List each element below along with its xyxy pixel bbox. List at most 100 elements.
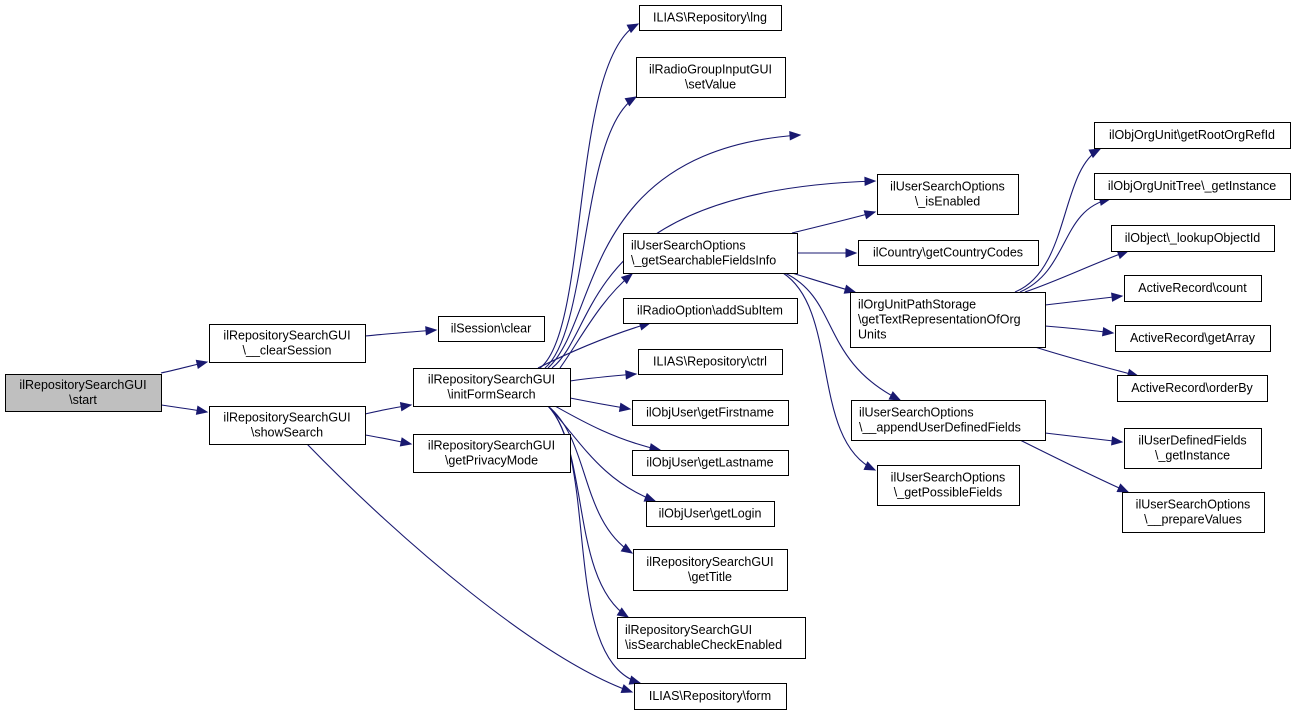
node-label: ilRepositorySearchGUI — [223, 411, 350, 425]
arrowhead-icon — [618, 402, 632, 412]
node-getRootOrgRefId[interactable]: ilObjOrgUnit\getRootOrgRefId — [1094, 122, 1291, 149]
node-prepareValues[interactable]: ilUserSearchOptions\__prepareValues — [1122, 492, 1265, 533]
node-setValue[interactable]: ilRadioGroupInputGUI\setValue — [636, 57, 786, 98]
node-box — [639, 5, 782, 31]
node-ctrl[interactable]: ILIAS\Repository\ctrl — [638, 349, 783, 375]
node-isSearchableCheckEnabled[interactable]: ilRepositorySearchGUI\isSearchableCheckE… — [617, 617, 806, 659]
node-orgUnitTreeGetInstance[interactable]: ilObjOrgUnitTree\_getInstance — [1094, 173, 1291, 200]
node-box — [1117, 375, 1268, 402]
node-box — [646, 501, 775, 527]
node-label: ilRepositorySearchGUI — [428, 439, 555, 453]
edge-getTextRep-to-getRootOrgRefId — [1014, 148, 1101, 293]
arrowhead-icon — [864, 176, 877, 187]
node-box — [633, 549, 788, 591]
arrowhead-icon — [789, 130, 802, 141]
node-label: \_isEnabled — [915, 195, 980, 209]
node-label: ilUserSearchOptions — [891, 471, 1006, 485]
node-label: \start — [69, 393, 97, 407]
node-label: \_getInstance — [1155, 449, 1230, 463]
node-getLastname[interactable]: ilObjUser\getLastname — [632, 450, 789, 476]
arrowhead-icon — [626, 23, 640, 34]
node-addSubItem[interactable]: ilRadioOption\addSubItem — [623, 298, 798, 324]
arrowhead-icon — [425, 326, 438, 336]
arrowhead-icon — [863, 461, 877, 471]
edges-layer — [160, 23, 1140, 694]
node-box — [1094, 122, 1291, 149]
node-getTextRep[interactable]: ilOrgUnitPathStorage\getTextRepresentati… — [850, 292, 1046, 348]
node-label: ilObjUser\getFirstname — [646, 406, 774, 420]
node-getPrivacyMode[interactable]: ilRepositorySearchGUI\getPrivacyMode — [413, 434, 571, 473]
node-lng[interactable]: ILIAS\Repository\lng — [639, 5, 782, 31]
node-label: ilUserDefinedFields — [1138, 434, 1246, 448]
arrowhead-icon — [843, 284, 857, 294]
arrowhead-icon — [620, 684, 634, 694]
arrowhead-icon — [195, 359, 209, 370]
node-label: \__prepareValues — [1144, 513, 1242, 527]
arrowhead-icon — [399, 437, 413, 447]
node-label: ilRepositorySearchGUI — [625, 623, 752, 637]
node-initFormSearch[interactable]: ilRepositorySearchGUI\initFormSearch — [413, 368, 571, 407]
node-label: \isSearchableCheckEnabled — [625, 638, 782, 652]
node-box — [1122, 492, 1265, 533]
edge-getSearchableFieldsInfo-to-appendUserDefinedFields — [784, 272, 901, 401]
node-lookupObjectId[interactable]: ilObject\_lookupObjectId — [1111, 225, 1275, 252]
arrowhead-icon — [888, 391, 902, 401]
node-showSearch[interactable]: ilRepositorySearchGUI\showSearch — [209, 406, 366, 445]
edge-appendUserDefinedFields-to-udfGetInstance — [1044, 432, 1123, 443]
node-box — [632, 450, 789, 476]
node-box — [413, 434, 571, 473]
edge-initFormSearch-to-getRootOrgRefId — [547, 134, 801, 369]
arrowhead-icon — [1111, 436, 1124, 446]
node-label: ILIAS\Repository\ctrl — [653, 355, 767, 369]
node-box — [877, 174, 1019, 215]
arrowhead-icon — [863, 210, 877, 220]
edge-initFormSearch-to-isEnabled — [551, 180, 876, 369]
edge-getTextRep-to-lookupObjectId — [1024, 250, 1129, 293]
node-getFirstname[interactable]: ilObjUser\getFirstname — [632, 400, 789, 426]
node-label: ilObjUser\getLastname — [646, 456, 773, 470]
arrowhead-icon — [195, 405, 209, 415]
node-label: ilRadioOption\addSubItem — [637, 304, 783, 318]
node-box — [617, 617, 806, 659]
node-isEnabled[interactable]: ilUserSearchOptions\_isEnabled — [877, 174, 1019, 215]
arrowhead-icon — [845, 248, 858, 258]
node-start[interactable]: ilRepositorySearchGUI\start — [5, 374, 162, 412]
edge-getSearchableFieldsInfo-to-getPossibleFields — [782, 272, 876, 471]
node-arCount[interactable]: ActiveRecord\count — [1124, 275, 1262, 302]
node-label: ilCountry\getCountryCodes — [873, 246, 1023, 260]
arrowhead-icon — [620, 543, 634, 554]
node-box — [877, 465, 1020, 506]
node-arGetArray[interactable]: ActiveRecord\getArray — [1115, 325, 1271, 352]
node-label: ActiveRecord\getArray — [1130, 331, 1256, 345]
node-box — [858, 240, 1039, 266]
node-box — [623, 233, 798, 274]
node-form[interactable]: ILIAS\Repository\form — [634, 683, 787, 710]
node-box — [209, 324, 366, 363]
node-getLogin[interactable]: ilObjUser\getLogin — [646, 501, 775, 527]
node-box — [413, 368, 571, 407]
node-label: ilSession\clear — [451, 322, 532, 336]
node-box — [209, 406, 366, 445]
edge-initFormSearch-to-getSearchableFieldsInfo — [559, 273, 633, 369]
edge-initFormSearch-to-getLastname — [554, 405, 661, 451]
edge-getTextRep-to-orgUnitTreeGetInstance — [1019, 198, 1111, 293]
node-clearSession[interactable]: ilRepositorySearchGUI\__clearSession — [209, 324, 366, 363]
node-box — [5, 374, 162, 412]
node-box — [438, 316, 545, 342]
node-appendUserDefinedFields[interactable]: ilUserSearchOptions\__appendUserDefinedF… — [851, 400, 1046, 441]
node-label: \__clearSession — [243, 344, 332, 358]
node-getTitle[interactable]: ilRepositorySearchGUI\getTitle — [633, 549, 788, 591]
node-udfGetInstance[interactable]: ilUserDefinedFields\_getInstance — [1124, 428, 1262, 469]
node-sessionClear[interactable]: ilSession\clear — [438, 316, 545, 342]
node-label: \getTitle — [688, 570, 732, 584]
node-label: ilUserSearchOptions — [859, 406, 974, 420]
node-label: ilRepositorySearchGUI — [223, 329, 350, 343]
node-box — [850, 292, 1046, 348]
edge-initFormSearch-to-getLogin — [547, 405, 656, 502]
edge-initFormSearch-to-getTitle — [547, 405, 633, 554]
node-getCountryCodes[interactable]: ilCountry\getCountryCodes — [858, 240, 1039, 266]
node-arOrderBy[interactable]: ActiveRecord\orderBy — [1117, 375, 1268, 402]
node-getSearchableFieldsInfo[interactable]: ilUserSearchOptions\_getSearchableFields… — [623, 233, 798, 274]
node-getPossibleFields[interactable]: ilUserSearchOptions\_getPossibleFields — [877, 465, 1020, 506]
node-label: \__appendUserDefinedFields — [859, 421, 1021, 435]
